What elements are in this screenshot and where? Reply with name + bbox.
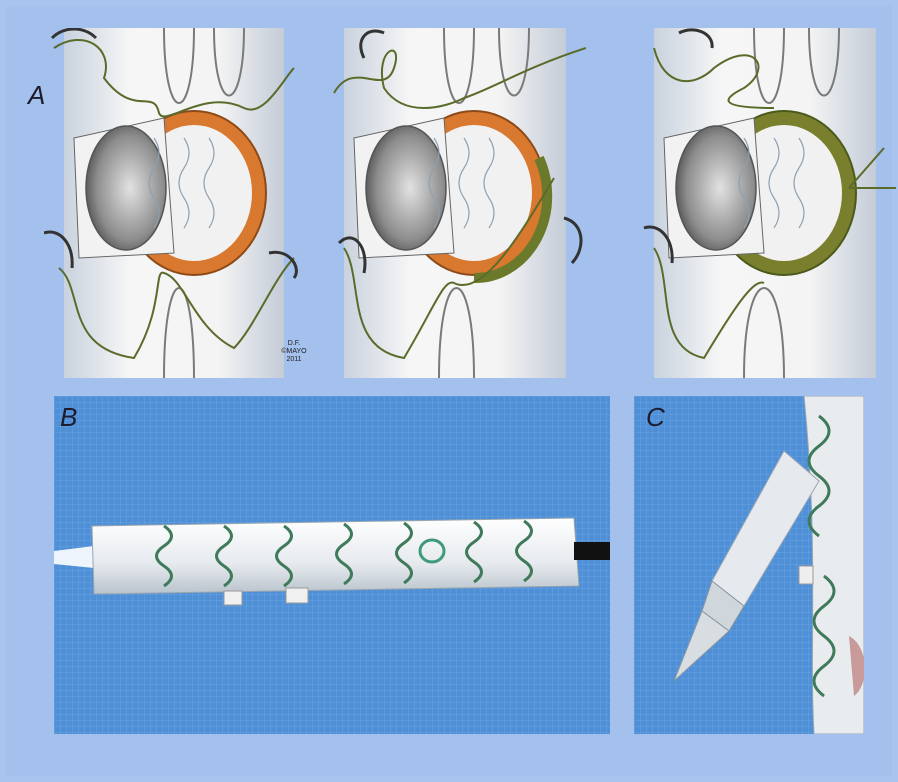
signature-line-2: ©MAYO <box>274 348 314 356</box>
panel-b-label: B <box>60 404 77 430</box>
graft-photo-b <box>54 396 610 734</box>
panel-a-step-2-illustration <box>324 28 586 378</box>
panel-b-graft-photo <box>54 396 610 734</box>
anastomosis-illustration-1 <box>44 28 302 378</box>
panel-c-closeup-photo <box>634 396 864 734</box>
panel-c-label: C <box>646 404 665 430</box>
signature-line-3: 2011 <box>274 356 314 364</box>
panel-a-step-3-illustration <box>634 28 896 378</box>
anastomosis-illustration-3 <box>634 28 896 378</box>
panel-a-label: A <box>28 82 45 108</box>
signature-line-1: D.F. <box>274 340 314 348</box>
anastomosis-illustration-2 <box>324 28 586 378</box>
illustrator-signature: D.F. ©MAYO 2011 <box>274 340 314 364</box>
panel-a-step-1-illustration <box>44 28 302 378</box>
figure-frame: A D.F. ©MAYO 2011 <box>6 6 892 776</box>
graft-photo-c <box>634 396 864 734</box>
